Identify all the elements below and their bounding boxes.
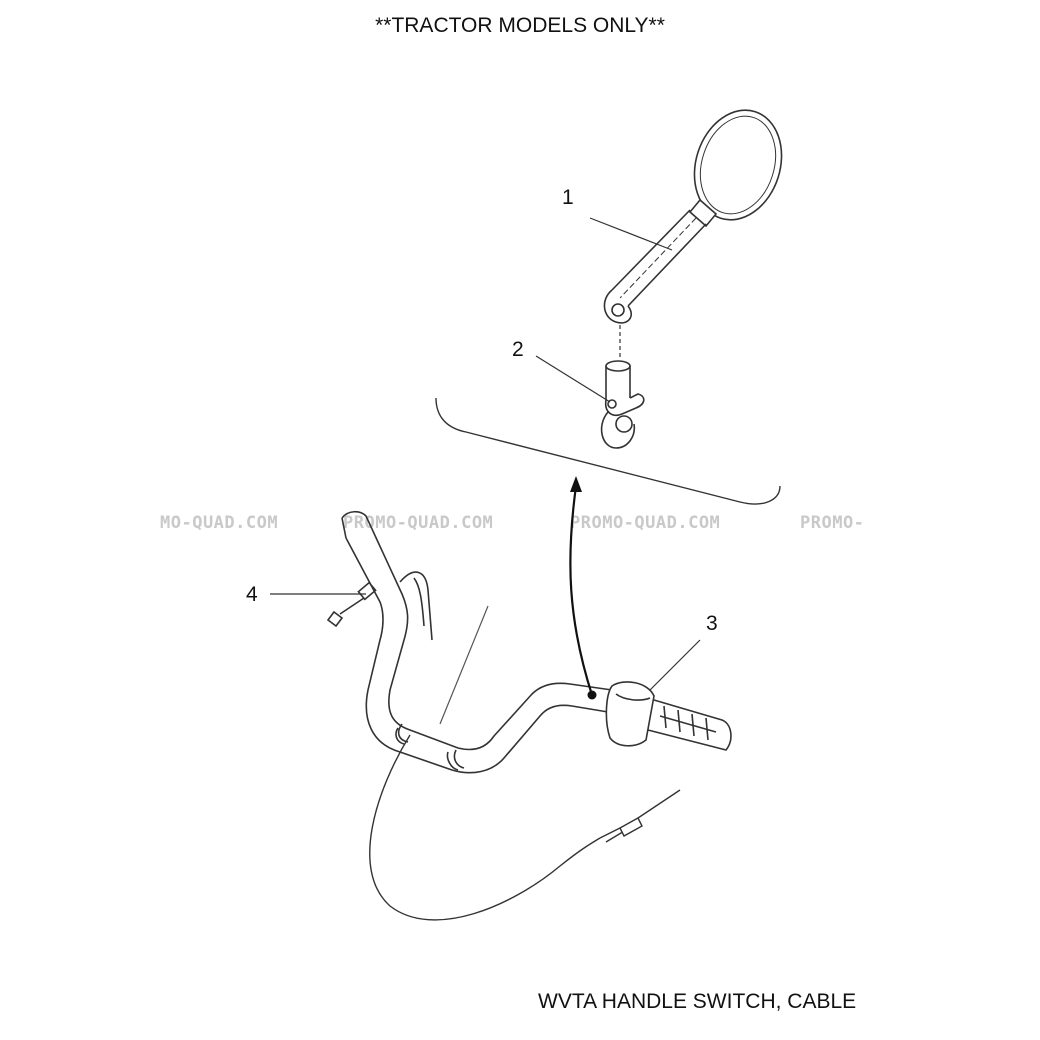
cable-adjuster-drawing <box>326 581 377 628</box>
callout-number: 2 <box>512 338 524 361</box>
watermark-text: PROMO- <box>800 513 864 533</box>
mirror-drawing <box>603 109 783 324</box>
throttle-cable-drawing <box>369 734 681 921</box>
watermark-text: PROMO-QUAD.COM <box>343 513 493 533</box>
diagram-caption: WVTA HANDLE SWITCH, CABLE <box>538 990 857 1013</box>
detail-brace <box>435 397 781 505</box>
leader-line <box>649 639 701 691</box>
callout-number: 3 <box>706 612 718 635</box>
leader-line <box>589 217 673 251</box>
watermark-strip: MO-QUAD.COM PROMO-QUAD.COM PROMO-QUAD.CO… <box>160 513 864 533</box>
relation-arrow <box>569 476 597 700</box>
watermark-text: PROMO-QUAD.COM <box>570 513 720 533</box>
callout-number: 4 <box>246 583 258 606</box>
leader-line <box>535 355 611 403</box>
callout-3: 3 <box>649 612 718 691</box>
callout-1: 1 <box>562 186 673 251</box>
page-title: **TRACTOR MODELS ONLY** <box>375 14 665 37</box>
handle-switch-drawing <box>605 681 732 751</box>
watermark-text: MO-QUAD.COM <box>160 513 278 533</box>
reference-line <box>439 605 489 725</box>
callout-4: 4 <box>246 583 366 606</box>
callout-number: 1 <box>562 186 574 209</box>
clamp-drawing <box>600 325 645 449</box>
callout-2: 2 <box>512 338 611 403</box>
